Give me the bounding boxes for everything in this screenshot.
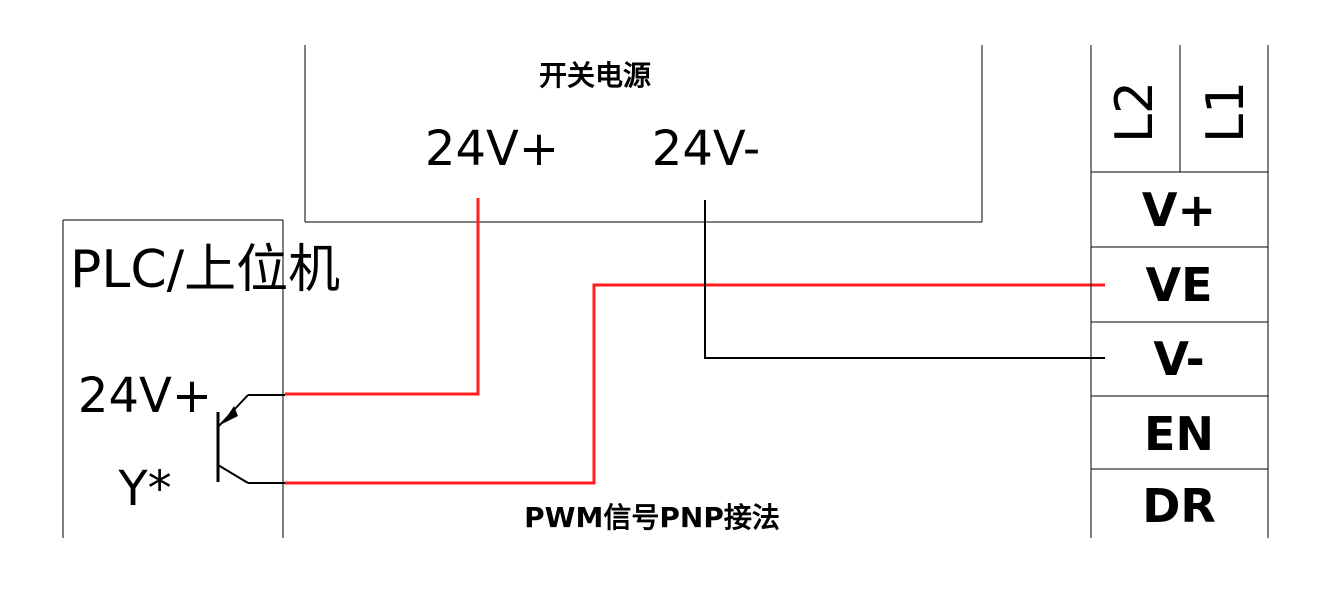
signal-caption: PWM信号PNP接法 — [524, 501, 780, 534]
pnp-transistor-symbol — [216, 394, 285, 484]
controller-pin-y: Y* — [117, 461, 171, 517]
controller-pin-24v: 24V+ — [78, 368, 212, 424]
wire-pwm-signal — [285, 283, 1105, 485]
emitter-arrow-icon — [222, 406, 238, 424]
terminal-row-v-minus: V- — [1153, 332, 1204, 386]
terminal-header-l1: L1 — [1196, 81, 1256, 143]
power-supply-box: 开关电源 24V+ 24V- — [304, 45, 983, 223]
terminal-row-en: EN — [1144, 407, 1214, 461]
terminal-header-l2: L2 — [1105, 81, 1165, 143]
power-supply-neg-label: 24V- — [652, 121, 760, 177]
controller-box: PLC/上位机 24V+ Y* — [62, 219, 340, 538]
wire-24v-negative — [704, 200, 1105, 359]
terminal-row-ve: VE — [1145, 258, 1212, 312]
terminal-row-v-plus: V+ — [1142, 183, 1216, 237]
controller-title: PLC/上位机 — [70, 240, 340, 300]
terminal-row-dr: DR — [1142, 479, 1216, 533]
power-supply-pos-label: 24V+ — [425, 121, 559, 177]
power-supply-title: 开关电源 — [539, 59, 651, 92]
terminal-block: L2 L1 V+ VE V- EN DR — [1090, 45, 1269, 538]
wire-24v-positive — [285, 198, 480, 396]
